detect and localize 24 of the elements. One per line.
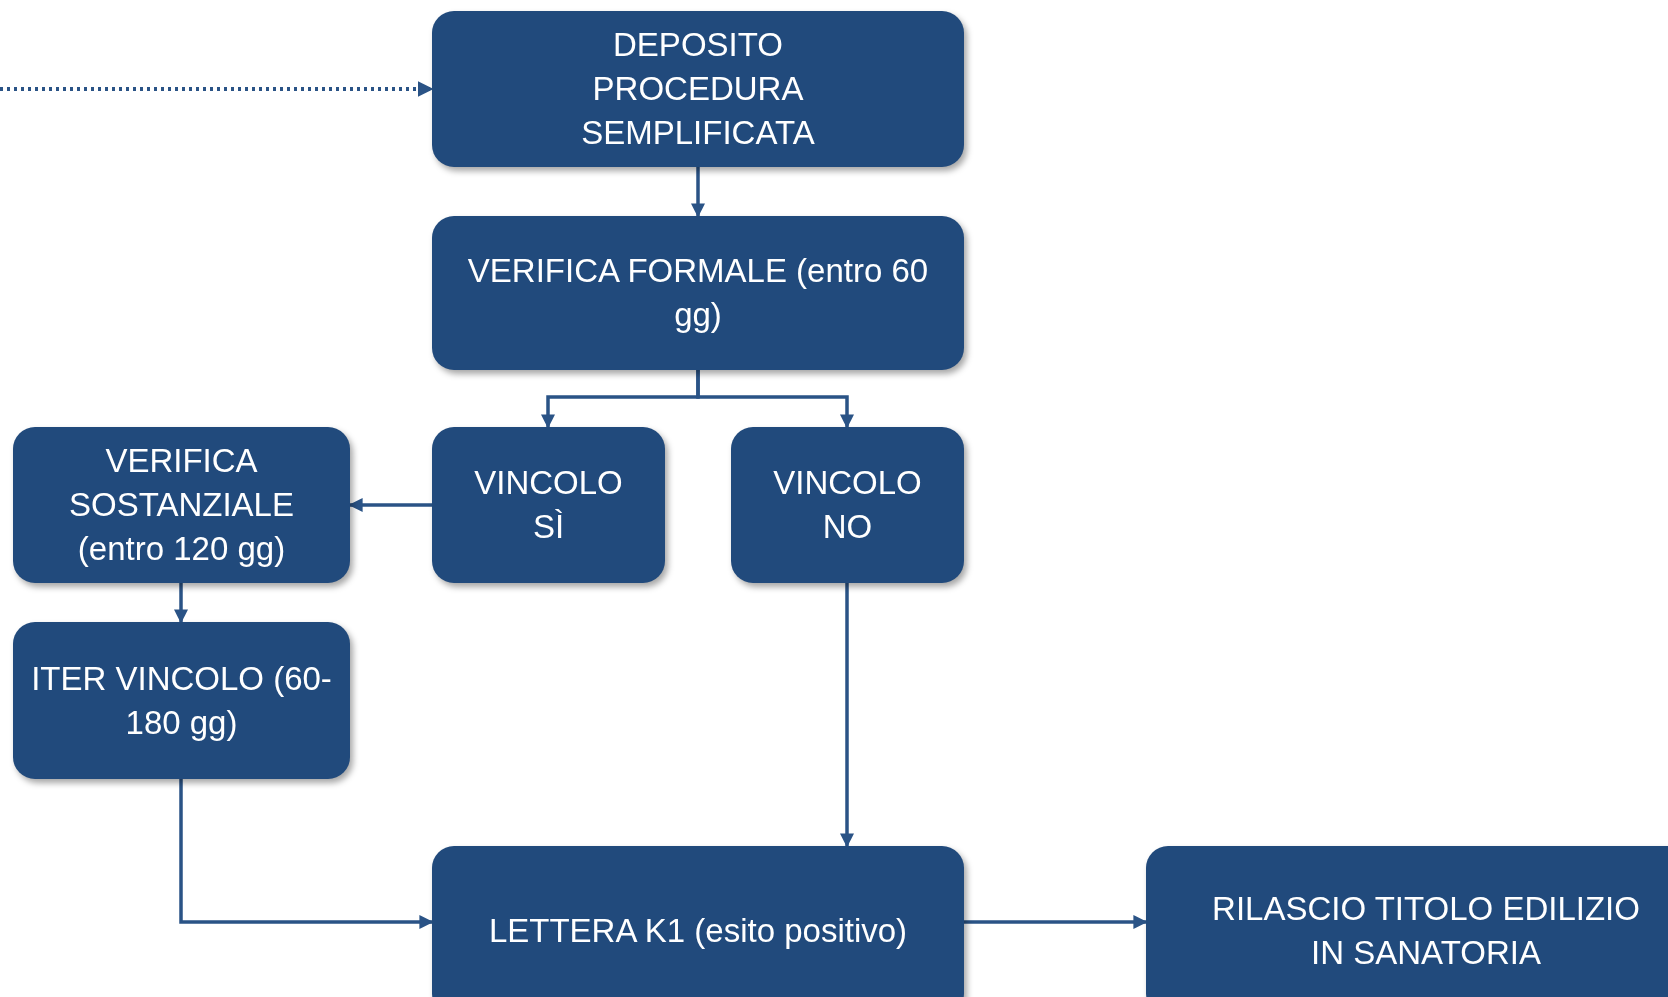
process-box: [13, 622, 350, 779]
arrow: [696, 370, 854, 429]
box-label: ITER VINCOLO (60-180 gg): [31, 658, 332, 743]
box-label: LETTERA K1 (esito positivo): [488, 911, 908, 951]
arrow: [179, 779, 434, 929]
process-box: [1146, 846, 1668, 997]
process-box: [432, 11, 964, 167]
process-box: [432, 846, 964, 997]
arrow: [840, 583, 854, 848]
box-label: RILASCIO TITOLO EDILIZIO IN SANATORIA: [1211, 889, 1641, 973]
arrow: [348, 498, 432, 512]
box-label: VERIFICA SOSTANZIALE (entro 120 gg): [68, 441, 295, 569]
dotted-arrow: [0, 81, 434, 97]
box-label: VINCOLO NO: [772, 463, 923, 547]
box-label: DEPOSITO PROCEDURA SEMPLIFICATA: [580, 25, 816, 153]
arrow: [174, 583, 188, 624]
process-box: [731, 427, 964, 583]
process-box: [432, 216, 964, 370]
process-box: [13, 427, 350, 583]
process-box: [432, 427, 665, 583]
arrow: [964, 915, 1148, 929]
arrow: [691, 167, 705, 218]
box-label: VERIFICA FORMALE (entro 60 gg): [466, 251, 930, 335]
box-label: VINCOLO SÌ: [473, 463, 624, 547]
